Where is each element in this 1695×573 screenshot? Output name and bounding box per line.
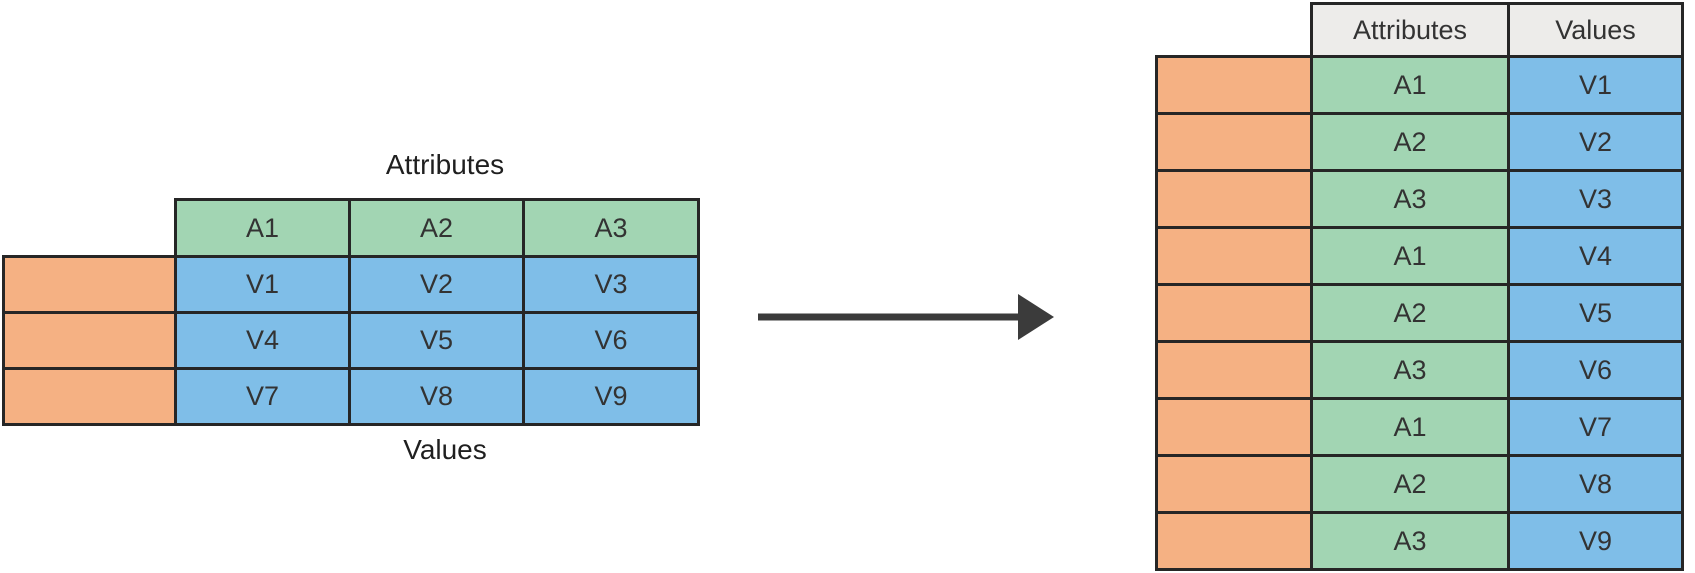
unpivoted-row: A2 V8 [1155,454,1684,514]
row-stub-cell [2,311,177,370]
value-cell: V2 [1507,112,1684,172]
attribute-header-cell: A2 [348,198,525,258]
unpivoted-row: A3 V3 [1155,169,1684,229]
attribute-header-cell: A1 [174,198,351,258]
row-stub-cell [1155,511,1313,571]
unpivoted-row: A1 V4 [1155,226,1684,286]
row-stub-cell [1155,283,1313,343]
value-cell: V8 [348,367,525,426]
value-cell: V7 [174,367,351,426]
right-arrow-icon [758,294,1054,340]
value-cell: V2 [348,255,525,314]
value-cell: V9 [1507,511,1684,571]
value-cell: V3 [522,255,700,314]
value-cell: V5 [348,311,525,370]
source-data-row: V7 V8 V9 [2,367,700,426]
attribute-cell: A1 [1310,226,1510,286]
attribute-cell: A3 [1310,169,1510,229]
source-data-row: V1 V2 V3 [2,255,700,314]
value-cell: V7 [1507,397,1684,457]
value-cell: V1 [1507,55,1684,115]
row-stub-cell [1155,454,1313,514]
value-cell: V8 [1507,454,1684,514]
source-data-row: V4 V5 V6 [2,311,700,370]
row-stub-cell [1155,55,1313,115]
value-cell: V3 [1507,169,1684,229]
value-cell: V5 [1507,283,1684,343]
source-values-label: Values [403,434,487,465]
row-stub-cell [1155,226,1313,286]
unpivoted-header-row: Attributes Values [1157,2,1684,58]
row-stub-cell [2,367,177,426]
attribute-cell: A1 [1310,397,1510,457]
value-cell: V4 [174,311,351,370]
unpivoted-table: Attributes Values A1 V1 A2 V2 A3 V3 A1 V… [1155,2,1684,571]
unpivoted-row: A1 V7 [1155,397,1684,457]
value-cell: V6 [1507,340,1684,400]
transform-arrow [756,293,1056,341]
attribute-cell: A2 [1310,454,1510,514]
attribute-cell: A3 [1310,340,1510,400]
attribute-cell: A3 [1310,511,1510,571]
attribute-cell: A1 [1310,55,1510,115]
values-column-header: Values [1507,2,1684,58]
attribute-header-cell: A3 [522,198,700,258]
source-attributes-label: Attributes [385,149,505,180]
row-stub-cell [2,255,177,314]
row-stub-cell [1155,340,1313,400]
unpivoted-row: A2 V2 [1155,112,1684,172]
value-cell: V4 [1507,226,1684,286]
value-cell: V9 [522,367,700,426]
attribute-cell: A2 [1310,112,1510,172]
unpivoted-row: A3 V6 [1155,340,1684,400]
unpivoted-row: A1 V1 [1155,55,1684,115]
corner-spacer [1157,4,1312,57]
source-table: A1 A2 A3 V1 V2 V3 V4 V5 V6 V7 V8 V9 [2,198,700,426]
unpivoted-row: A3 V9 [1155,511,1684,571]
value-cell: V6 [522,311,700,370]
attributes-column-header: Attributes [1310,2,1510,58]
row-stub-cell [1155,169,1313,229]
corner-spacer [4,200,176,257]
source-header-row: A1 A2 A3 [4,198,700,258]
row-stub-cell [1155,112,1313,172]
row-stub-cell [1155,397,1313,457]
unpivoted-row: A2 V5 [1155,283,1684,343]
attribute-cell: A2 [1310,283,1510,343]
value-cell: V1 [174,255,351,314]
